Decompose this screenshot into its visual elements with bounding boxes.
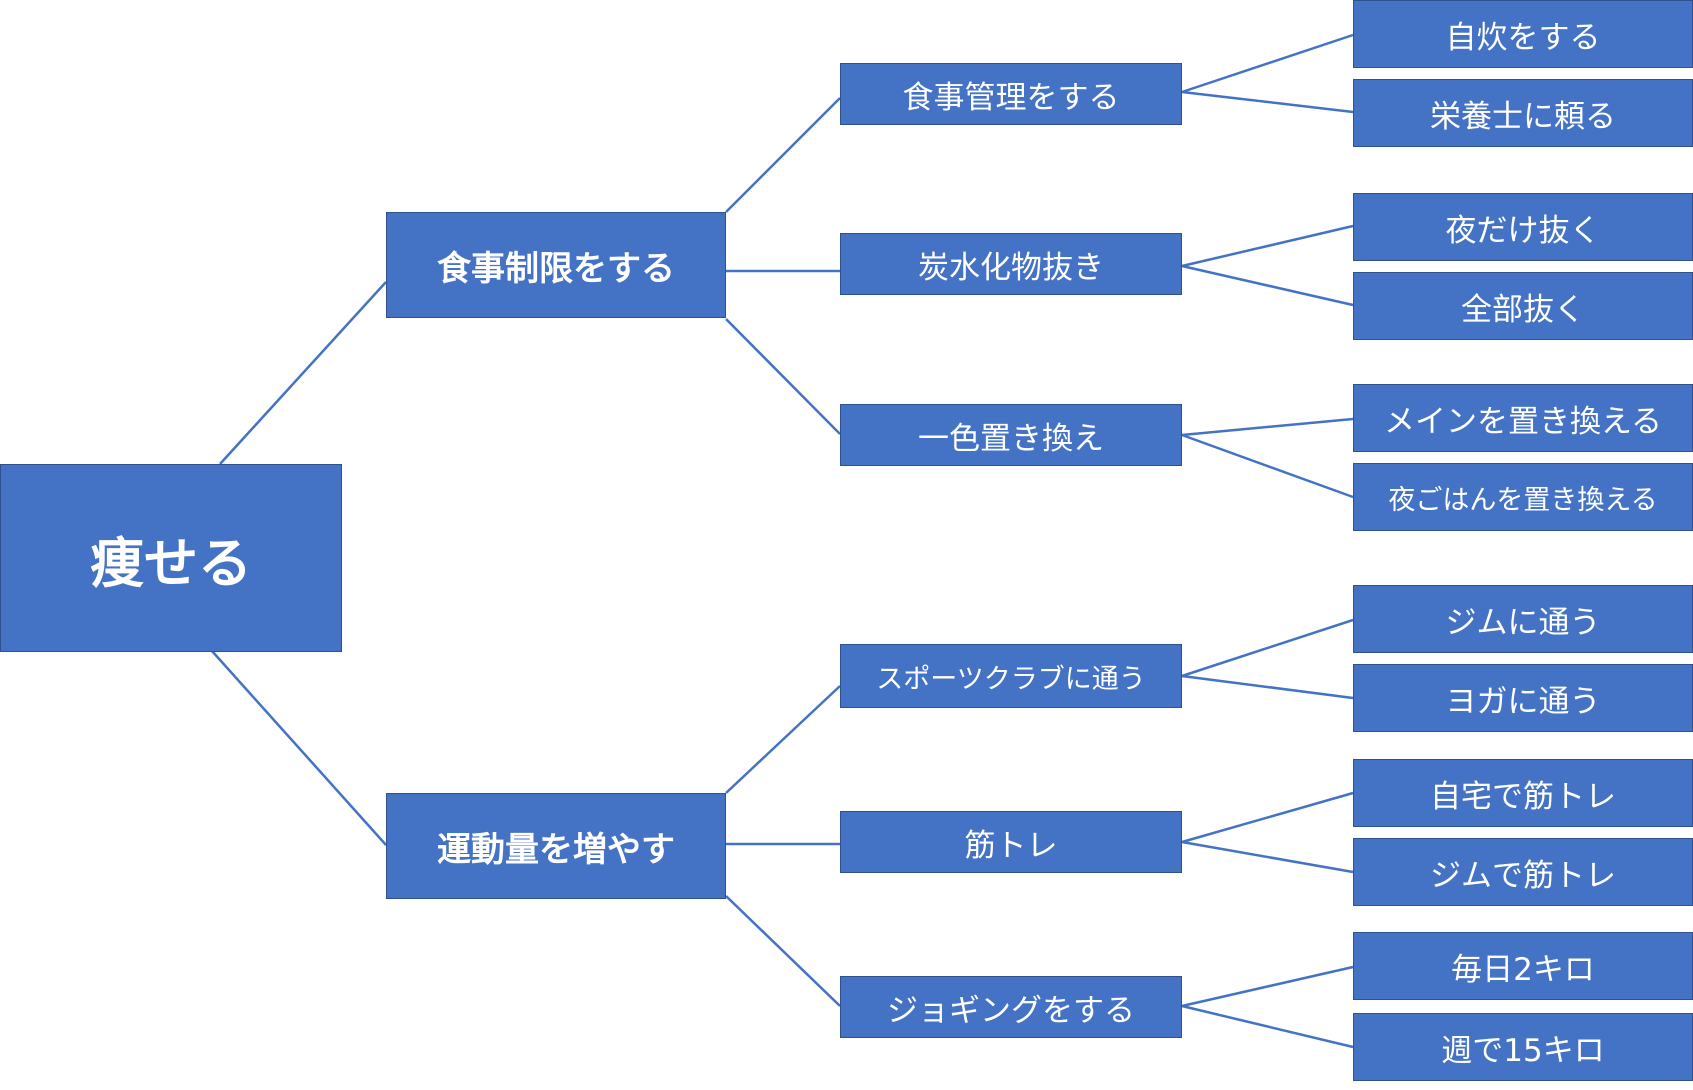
leaf-node: メインを置き換える bbox=[1353, 384, 1693, 452]
connector-l3 bbox=[1181, 33, 1354, 94]
connector-l3 bbox=[1181, 965, 1354, 1008]
leaf-node: ヨガに通う bbox=[1353, 664, 1693, 732]
connector-root-exercise bbox=[211, 650, 387, 846]
leaf-node: 自炊をする bbox=[1353, 0, 1693, 68]
leaf-node: 栄養士に頼る bbox=[1353, 79, 1693, 147]
sub-node: 食事管理をする bbox=[840, 63, 1182, 125]
connector-l3 bbox=[1181, 417, 1354, 437]
connector-l3 bbox=[1181, 433, 1354, 499]
leaf-node: 夜ごはんを置き換える bbox=[1353, 463, 1693, 531]
connector-ex-l2-0 bbox=[725, 685, 841, 794]
sub-node: 炭水化物抜き bbox=[840, 233, 1182, 295]
connector-l3 bbox=[1181, 264, 1354, 307]
leaf-node: 毎日2キロ bbox=[1353, 932, 1693, 1000]
connector-l3 bbox=[1181, 674, 1354, 700]
leaf-node: 週で15キロ bbox=[1353, 1013, 1693, 1081]
leaf-node: ジムで筋トレ bbox=[1353, 838, 1693, 906]
connector-l3 bbox=[1181, 224, 1354, 268]
connector-l3 bbox=[1181, 1004, 1354, 1049]
root-node: 痩せる bbox=[0, 464, 342, 652]
sub-node: 筋トレ bbox=[840, 811, 1182, 873]
connector-l3 bbox=[1181, 791, 1354, 844]
connector-diet-l2-2 bbox=[725, 318, 841, 435]
leaf-node: ジムに通う bbox=[1353, 585, 1693, 653]
branch-node-exercise: 運動量を増やす bbox=[386, 793, 726, 899]
connector-l3 bbox=[1181, 840, 1354, 874]
leaf-node: 夜だけ抜く bbox=[1353, 193, 1693, 261]
sub-node: スポーツクラブに通う bbox=[840, 644, 1182, 708]
branch-node-diet: 食事制限をする bbox=[386, 212, 726, 318]
leaf-node: 全部抜く bbox=[1353, 272, 1693, 340]
connector-l3 bbox=[1181, 90, 1354, 114]
connector-diet-l2-0 bbox=[725, 97, 841, 213]
leaf-node: 自宅で筋トレ bbox=[1353, 759, 1693, 827]
connector-ex-l2-2 bbox=[725, 895, 841, 1007]
connector-root-diet bbox=[219, 281, 387, 465]
sub-node: 一色置き換え bbox=[840, 404, 1182, 466]
connector-l3 bbox=[1181, 618, 1354, 678]
sub-node: ジョギングをする bbox=[840, 976, 1182, 1038]
